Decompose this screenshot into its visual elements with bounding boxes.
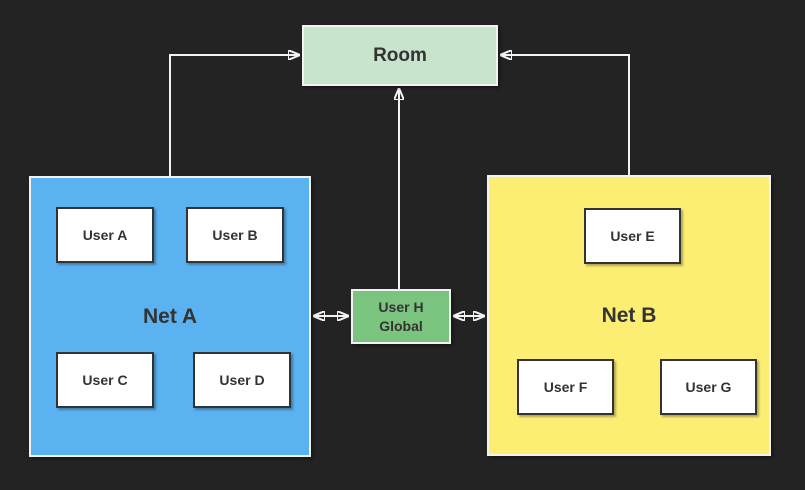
user-f-label: User F <box>543 379 588 395</box>
user-b-node[interactable]: User B <box>186 207 284 263</box>
user-a-label: User A <box>82 227 128 243</box>
user-b-label: User B <box>212 227 258 243</box>
global-user-node[interactable]: User H Global <box>351 289 451 344</box>
net-a-node[interactable]: Net A User A User B User C User D <box>29 176 311 457</box>
room-label: Room <box>373 44 427 66</box>
global-user-label-line1: User H <box>378 298 424 315</box>
user-f-node[interactable]: User F <box>517 359 614 415</box>
room-node[interactable]: Room <box>302 25 498 86</box>
user-c-label: User C <box>82 372 128 388</box>
user-a-node[interactable]: User A <box>56 207 154 263</box>
global-user-label-line2: Global <box>379 317 423 334</box>
user-d-node[interactable]: User D <box>193 352 291 408</box>
user-c-node[interactable]: User C <box>56 352 154 408</box>
user-e-node[interactable]: User E <box>584 208 681 264</box>
user-d-label: User D <box>219 372 265 388</box>
user-g-label: User G <box>685 379 732 395</box>
user-e-label: User E <box>610 228 655 244</box>
global-user-label: User H Global <box>378 298 423 336</box>
connector-net-a-to-room <box>169 55 299 176</box>
connector-net-b-to-room <box>501 55 630 175</box>
net-b-node[interactable]: Net B User E User F User G <box>487 175 771 456</box>
user-g-node[interactable]: User G <box>660 359 757 415</box>
